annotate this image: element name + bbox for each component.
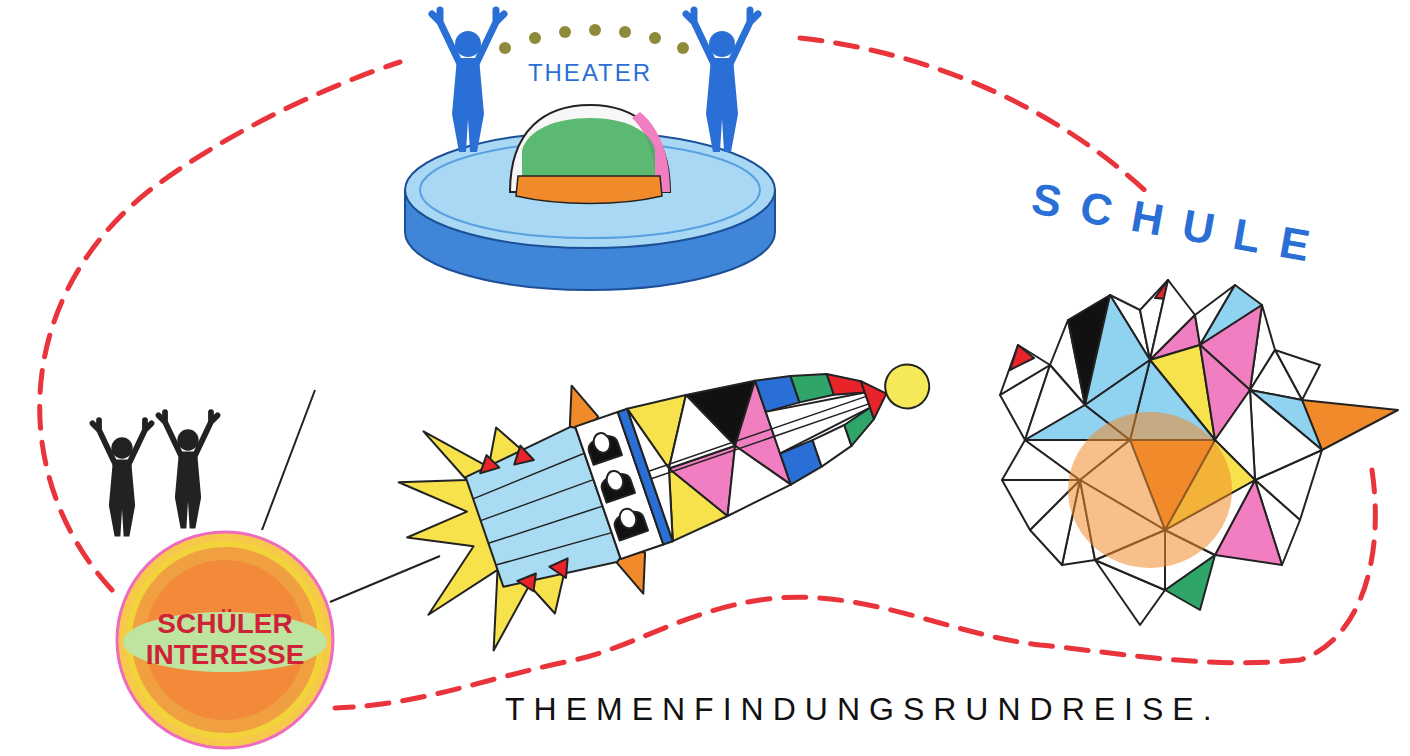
drawing-part	[706, 58, 738, 152]
drawing-part	[262, 390, 315, 530]
drawing-part	[499, 24, 689, 54]
interest-ball-node: SCHÜLER INTERESSE	[117, 532, 333, 748]
school-mesh	[1000, 280, 1398, 625]
drawing-part	[40, 62, 400, 590]
drawing-part	[517, 574, 541, 596]
theater-node: THEATER	[505, 58, 675, 198]
drawing-part	[158, 412, 217, 528]
drawing-part	[475, 453, 499, 475]
drawing-part	[1250, 390, 1322, 480]
drawing-part	[111, 437, 132, 458]
school-label: SCHULE	[1028, 174, 1333, 274]
drawing-part	[1010, 345, 1034, 370]
drawing-part	[461, 425, 621, 600]
drawing-part	[109, 459, 135, 536]
drawing-part	[92, 420, 151, 464]
theater-stage	[405, 10, 775, 290]
ball-label: SCHÜLER INTERESSE	[125, 609, 325, 671]
drawing-part	[117, 532, 333, 748]
drawing-part	[627, 402, 691, 541]
drawing-part	[617, 506, 639, 530]
caption-text: THEMENFINDUNGSRUNDREISE.	[505, 692, 1221, 727]
drawing-part	[92, 420, 151, 536]
drawing-part	[879, 358, 935, 414]
drawing-part	[651, 404, 868, 479]
drawing-part	[589, 24, 601, 36]
drawing-part	[649, 396, 866, 471]
drawing-part	[455, 31, 481, 57]
drawing-part	[330, 556, 440, 602]
drawing-part	[559, 26, 571, 38]
drawing-part	[452, 58, 484, 152]
drawing-part	[158, 412, 217, 456]
drawing-part	[686, 10, 758, 152]
drawing-part	[177, 429, 198, 450]
drawing-part	[1068, 412, 1232, 568]
drawing-part	[516, 176, 662, 204]
drawing-part	[677, 42, 689, 54]
drawing-part	[619, 26, 631, 38]
drawing-part	[529, 32, 541, 44]
drawing-part	[766, 379, 875, 453]
drawing-part	[432, 10, 504, 152]
drawing-part	[649, 32, 661, 44]
drawing-part	[509, 443, 534, 467]
drawing-part	[432, 10, 504, 64]
drawing-part	[686, 10, 758, 64]
drawing-part	[549, 558, 574, 582]
school-node: SCHULE	[990, 190, 1402, 630]
interest-ball	[92, 390, 440, 748]
drawing-part	[499, 42, 511, 54]
drawing-part	[488, 504, 602, 545]
stage-label: THEATER	[505, 60, 675, 86]
drawing-part	[709, 31, 735, 57]
drawing-part	[175, 451, 201, 528]
drawing-part	[591, 431, 613, 455]
drawing-part	[604, 469, 626, 493]
rocket	[371, 271, 965, 667]
drawing-part	[800, 38, 1150, 195]
drawing-part	[522, 118, 655, 178]
